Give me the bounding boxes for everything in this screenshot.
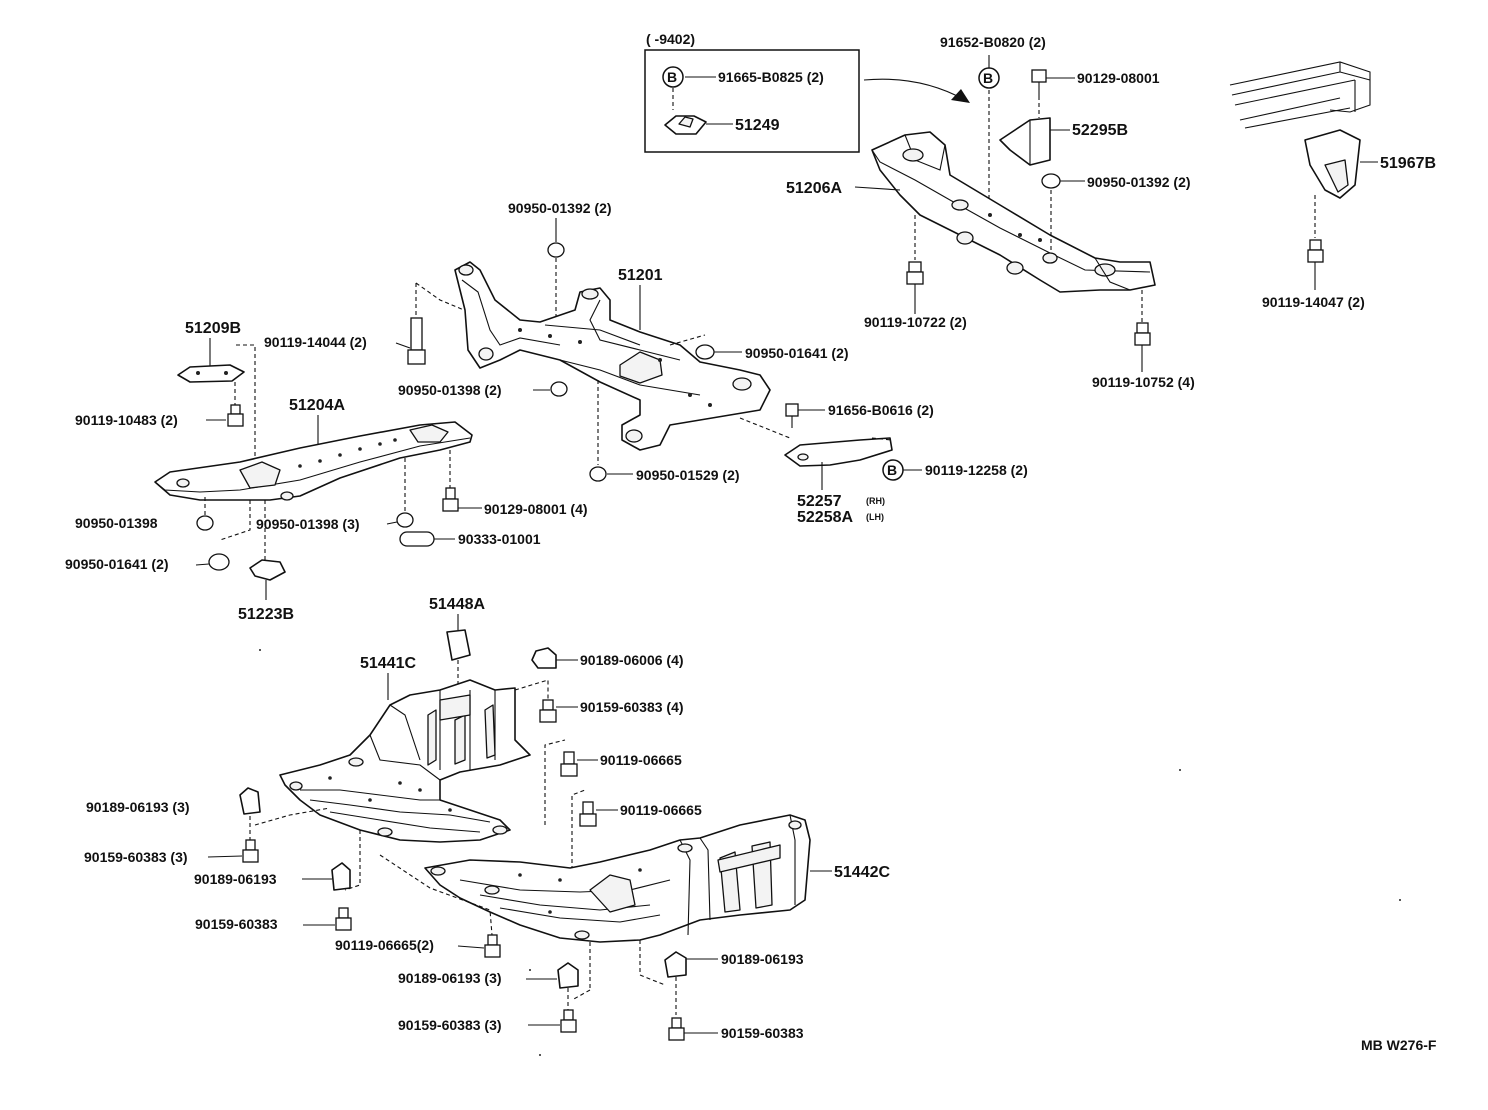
part-label-90950-01398a: 90950-01398 (2) <box>398 382 502 398</box>
frame-rail: 51967B 90119-14047 (2) <box>1229 61 1436 310</box>
inset-box: ( -9402) B 91665-B0825 (2) 51249 <box>644 31 860 153</box>
part-label-90159-60383d: 90159-60383 (3) <box>398 1017 502 1033</box>
part-label-90159-60383a: 90159-60383 (4) <box>580 699 684 715</box>
part-label-51209B: 51209B <box>185 320 241 337</box>
part-label-90189-06193d: 90189-06193 <box>721 951 804 967</box>
crossmember-51206A: B 91652-B0820 (2) 51206A 52295B 90129-08… <box>786 34 1195 390</box>
inset-arrow <box>863 78 966 101</box>
part-label-51448A: 51448A <box>429 596 485 613</box>
part-label-90119-06665b: 90119-06665 <box>620 802 702 818</box>
part-label-51441C: 51441C <box>360 655 416 672</box>
member-51201: 90950-01392 (2) 51201 90119-14044 (2) 90 <box>264 200 1028 526</box>
svg-text:B: B <box>887 462 897 478</box>
b-marker-letter: B <box>667 69 677 85</box>
b-marker-icon <box>662 66 684 88</box>
part-label-52258A-side: (LH) <box>866 512 884 522</box>
part-label-90119-06665a: 90119-06665 <box>600 752 682 768</box>
inset-frame <box>644 49 860 153</box>
part-label-90950a: 90950-01392 (2) <box>1087 174 1191 190</box>
part-label-90189-06193a: 90189-06193 (3) <box>86 799 190 815</box>
part-label-91652: 91652-B0820 (2) <box>940 34 1046 50</box>
part-label-51206A: 51206A <box>786 180 842 197</box>
part-label-90950-01641b: 90950-01641 (2) <box>65 556 169 572</box>
part-label-51249: 51249 <box>735 117 780 134</box>
part-label-90159-60383e: 90159-60383 <box>721 1025 804 1041</box>
part-label-51204A: 51204A <box>289 397 345 414</box>
part-label-91665: 91665-B0825 (2) <box>718 69 824 85</box>
part-label-52295B: 52295B <box>1072 122 1128 139</box>
part-label-90159-60383c: 90159-60383 <box>195 916 278 932</box>
crossmember-51204A: 51209B 90119-10483 (2) 51204A 90950-0139… <box>65 320 588 623</box>
part-label-90950-01641a: 90950-01641 (2) <box>745 345 849 361</box>
part-label-52257: 52257 <box>797 493 842 510</box>
part-label-90333: 90333-01001 <box>458 531 541 547</box>
seal-90333 <box>399 531 435 547</box>
part-label-90950-01398c: 90950-01398 (3) <box>256 516 360 532</box>
reference-code: MB W276-F <box>1361 1037 1437 1053</box>
part-label-51201: 51201 <box>618 267 663 284</box>
part-label-90129a: 90129-08001 <box>1077 70 1160 86</box>
under-cover-51441C: 51448A 51441C 90189-06006 (4) <box>84 596 684 932</box>
part-label-51223B: 51223B <box>238 606 294 623</box>
part-label-90119-06665c: 90119-06665(2) <box>335 937 434 953</box>
part-label-90950-01529: 90950-01529 (2) <box>636 467 740 483</box>
part-label-52258A: 52258A <box>797 509 853 526</box>
part-label-90119-10752: 90119-10752 (4) <box>1092 374 1195 390</box>
part-label-52257-side: (RH) <box>866 496 885 506</box>
part-label-90119-12258: 90119-12258 (2) <box>925 462 1028 478</box>
part-label-90119-14047: 90119-14047 (2) <box>1262 294 1365 310</box>
part-label-90119-10722: 90119-10722 (2) <box>864 314 967 330</box>
part-label-90119-10483: 90119-10483 (2) <box>75 412 178 428</box>
part-label-90159-60383b: 90159-60383 (3) <box>84 849 188 865</box>
inset-range-label: ( -9402) <box>646 31 695 47</box>
part-label-90189-06006: 90189-06006 (4) <box>580 652 684 668</box>
part-label-90950-01398b: 90950-01398 <box>75 515 158 531</box>
part-label-90189-06193b: 90189-06193 <box>194 871 277 887</box>
part-label-90950b: 90950-01392 (2) <box>508 200 612 216</box>
part-label-91656: 91656-B0616 (2) <box>828 402 934 418</box>
nut-icon <box>1041 173 1061 189</box>
part-label-51442C: 51442C <box>834 864 890 881</box>
part-label-51967B: 51967B <box>1380 155 1436 172</box>
part-label-90129b: 90129-08001 (4) <box>484 501 588 517</box>
part-label-90189-06193c: 90189-06193 (3) <box>398 970 502 986</box>
part-label-90119-14044: 90119-14044 (2) <box>264 334 367 350</box>
arrow-head-icon <box>951 89 970 103</box>
bolt-icon <box>1031 69 1047 83</box>
svg-text:B: B <box>983 70 993 86</box>
under-cover-51442C: 90119-06665 51442C 90119-06665(2) 90189-… <box>335 789 890 1041</box>
